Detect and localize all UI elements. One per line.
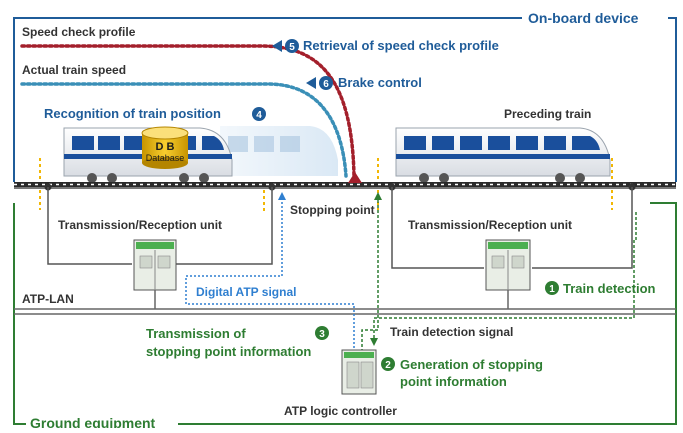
step6-label: Brake control xyxy=(338,75,422,90)
db-title: D B xyxy=(156,141,175,153)
step1-badge xyxy=(545,281,559,295)
trx-right-label: Transmission/Reception unit xyxy=(408,218,572,232)
step6-badge xyxy=(319,76,333,90)
digital-atp-signal-path: Digital ATP signal xyxy=(185,192,355,352)
block-boundary-markers xyxy=(39,158,613,212)
step3-annotation: Transmission of 3 stopping point informa… xyxy=(146,326,329,359)
step5-badge xyxy=(285,39,299,53)
stopping-point-label: Stopping point xyxy=(290,203,375,217)
onboard-frame: On-board device xyxy=(13,10,677,182)
digital-atp-signal-label: Digital ATP signal xyxy=(196,285,296,299)
database-icon: D B Database xyxy=(141,126,189,169)
step2-annotation: 2 Generation of stopping point informati… xyxy=(381,357,543,389)
step5-label: Retrieval of speed check profile xyxy=(303,38,499,53)
step3-number: 3 xyxy=(319,329,325,340)
trx-left-label: Transmission/Reception unit xyxy=(58,218,222,232)
step5-number: 5 xyxy=(289,42,295,53)
onboard-title: On-board device xyxy=(528,10,639,26)
atp-logic-controller: ATP logic controller xyxy=(284,349,397,418)
left-train xyxy=(63,126,338,183)
arrow-left-icon xyxy=(306,77,316,89)
step2-number: 2 xyxy=(385,360,391,371)
atp-lan: ATP-LAN xyxy=(14,290,676,315)
stopping-info-path xyxy=(361,192,382,352)
track-wiring xyxy=(47,187,633,269)
preceding-train-label: Preceding train xyxy=(504,107,591,121)
step4-number: 4 xyxy=(256,110,262,121)
train-detection-signal-label: Train detection signal xyxy=(390,325,513,339)
step5-annotation: 5 Retrieval of speed check profile xyxy=(272,38,499,53)
speed-check-profile-label: Speed check profile xyxy=(22,25,136,39)
step6-annotation: 6 Brake control xyxy=(306,75,422,90)
step1-annotation: 1 Train detection xyxy=(545,281,656,296)
triangle-marker-icon xyxy=(348,172,362,183)
step6-number: 6 xyxy=(323,79,329,90)
ground-title: Ground equipment xyxy=(30,415,156,428)
actual-train-speed-label: Actual train speed xyxy=(22,63,126,77)
step4-badge xyxy=(252,107,266,121)
atp-lan-label: ATP-LAN xyxy=(22,292,74,306)
preceding-train xyxy=(395,127,611,183)
actual-speed-curve xyxy=(20,82,348,178)
stopping-point-marker: Stopping point xyxy=(290,172,375,217)
step2-line2: point information xyxy=(400,374,507,389)
trx-left-cabinet xyxy=(133,239,177,291)
controller-label: ATP logic controller xyxy=(284,404,397,418)
db-subtitle: Database xyxy=(146,153,185,163)
arrow-up-icon xyxy=(278,192,286,200)
railway-track xyxy=(14,182,676,189)
step4-annotation: Recognition of train position 4 xyxy=(44,106,266,121)
step1-number: 1 xyxy=(549,284,555,295)
step3-line2: stopping point information xyxy=(146,344,311,359)
step3-badge xyxy=(315,326,329,340)
step3-line1: Transmission of xyxy=(146,326,246,341)
arrow-up-icon xyxy=(374,192,382,200)
train-detection-path xyxy=(370,212,637,346)
trx-right-cabinet xyxy=(485,239,531,291)
arrow-down-icon xyxy=(370,338,378,346)
step1-label: Train detection xyxy=(563,281,656,296)
arrow-left-icon xyxy=(272,40,282,52)
step2-badge xyxy=(381,357,395,371)
step2-line1: Generation of stopping xyxy=(400,357,543,372)
step4-label: Recognition of train position xyxy=(44,106,221,121)
